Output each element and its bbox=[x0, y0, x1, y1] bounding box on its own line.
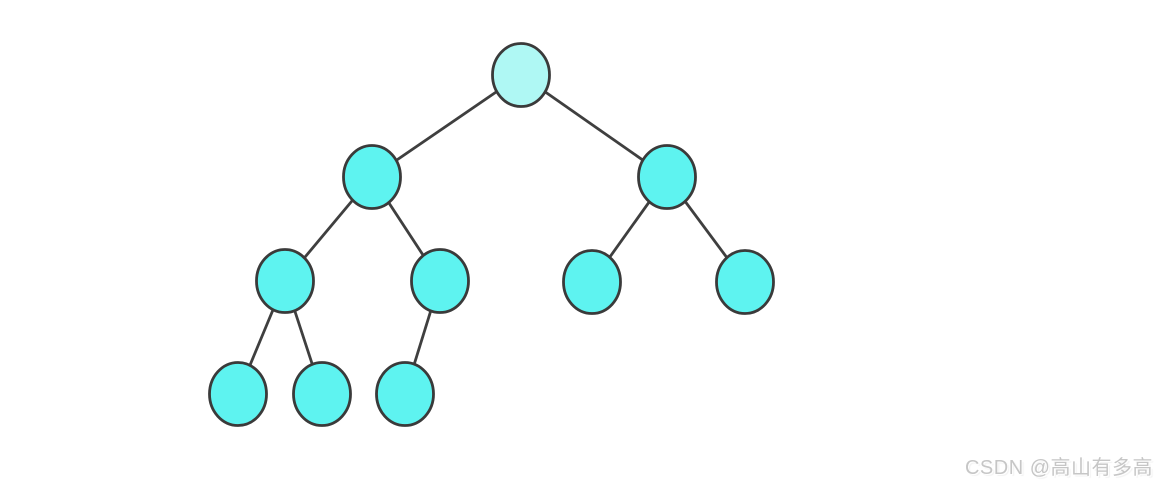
csdn-watermark: CSDN @高山有多高 bbox=[964, 457, 1153, 479]
tree-node-RL bbox=[562, 249, 622, 315]
tree-node-LL bbox=[255, 248, 315, 314]
tree-node-R bbox=[637, 144, 697, 210]
tree-node-LLL bbox=[208, 361, 268, 427]
tree-node-LLR bbox=[292, 361, 352, 427]
tree-node-L bbox=[342, 144, 402, 210]
tree-node-LR bbox=[410, 248, 470, 314]
tree-node-LRL bbox=[375, 361, 435, 427]
tree-node-root bbox=[491, 42, 551, 108]
tree-node-RR bbox=[715, 249, 775, 315]
